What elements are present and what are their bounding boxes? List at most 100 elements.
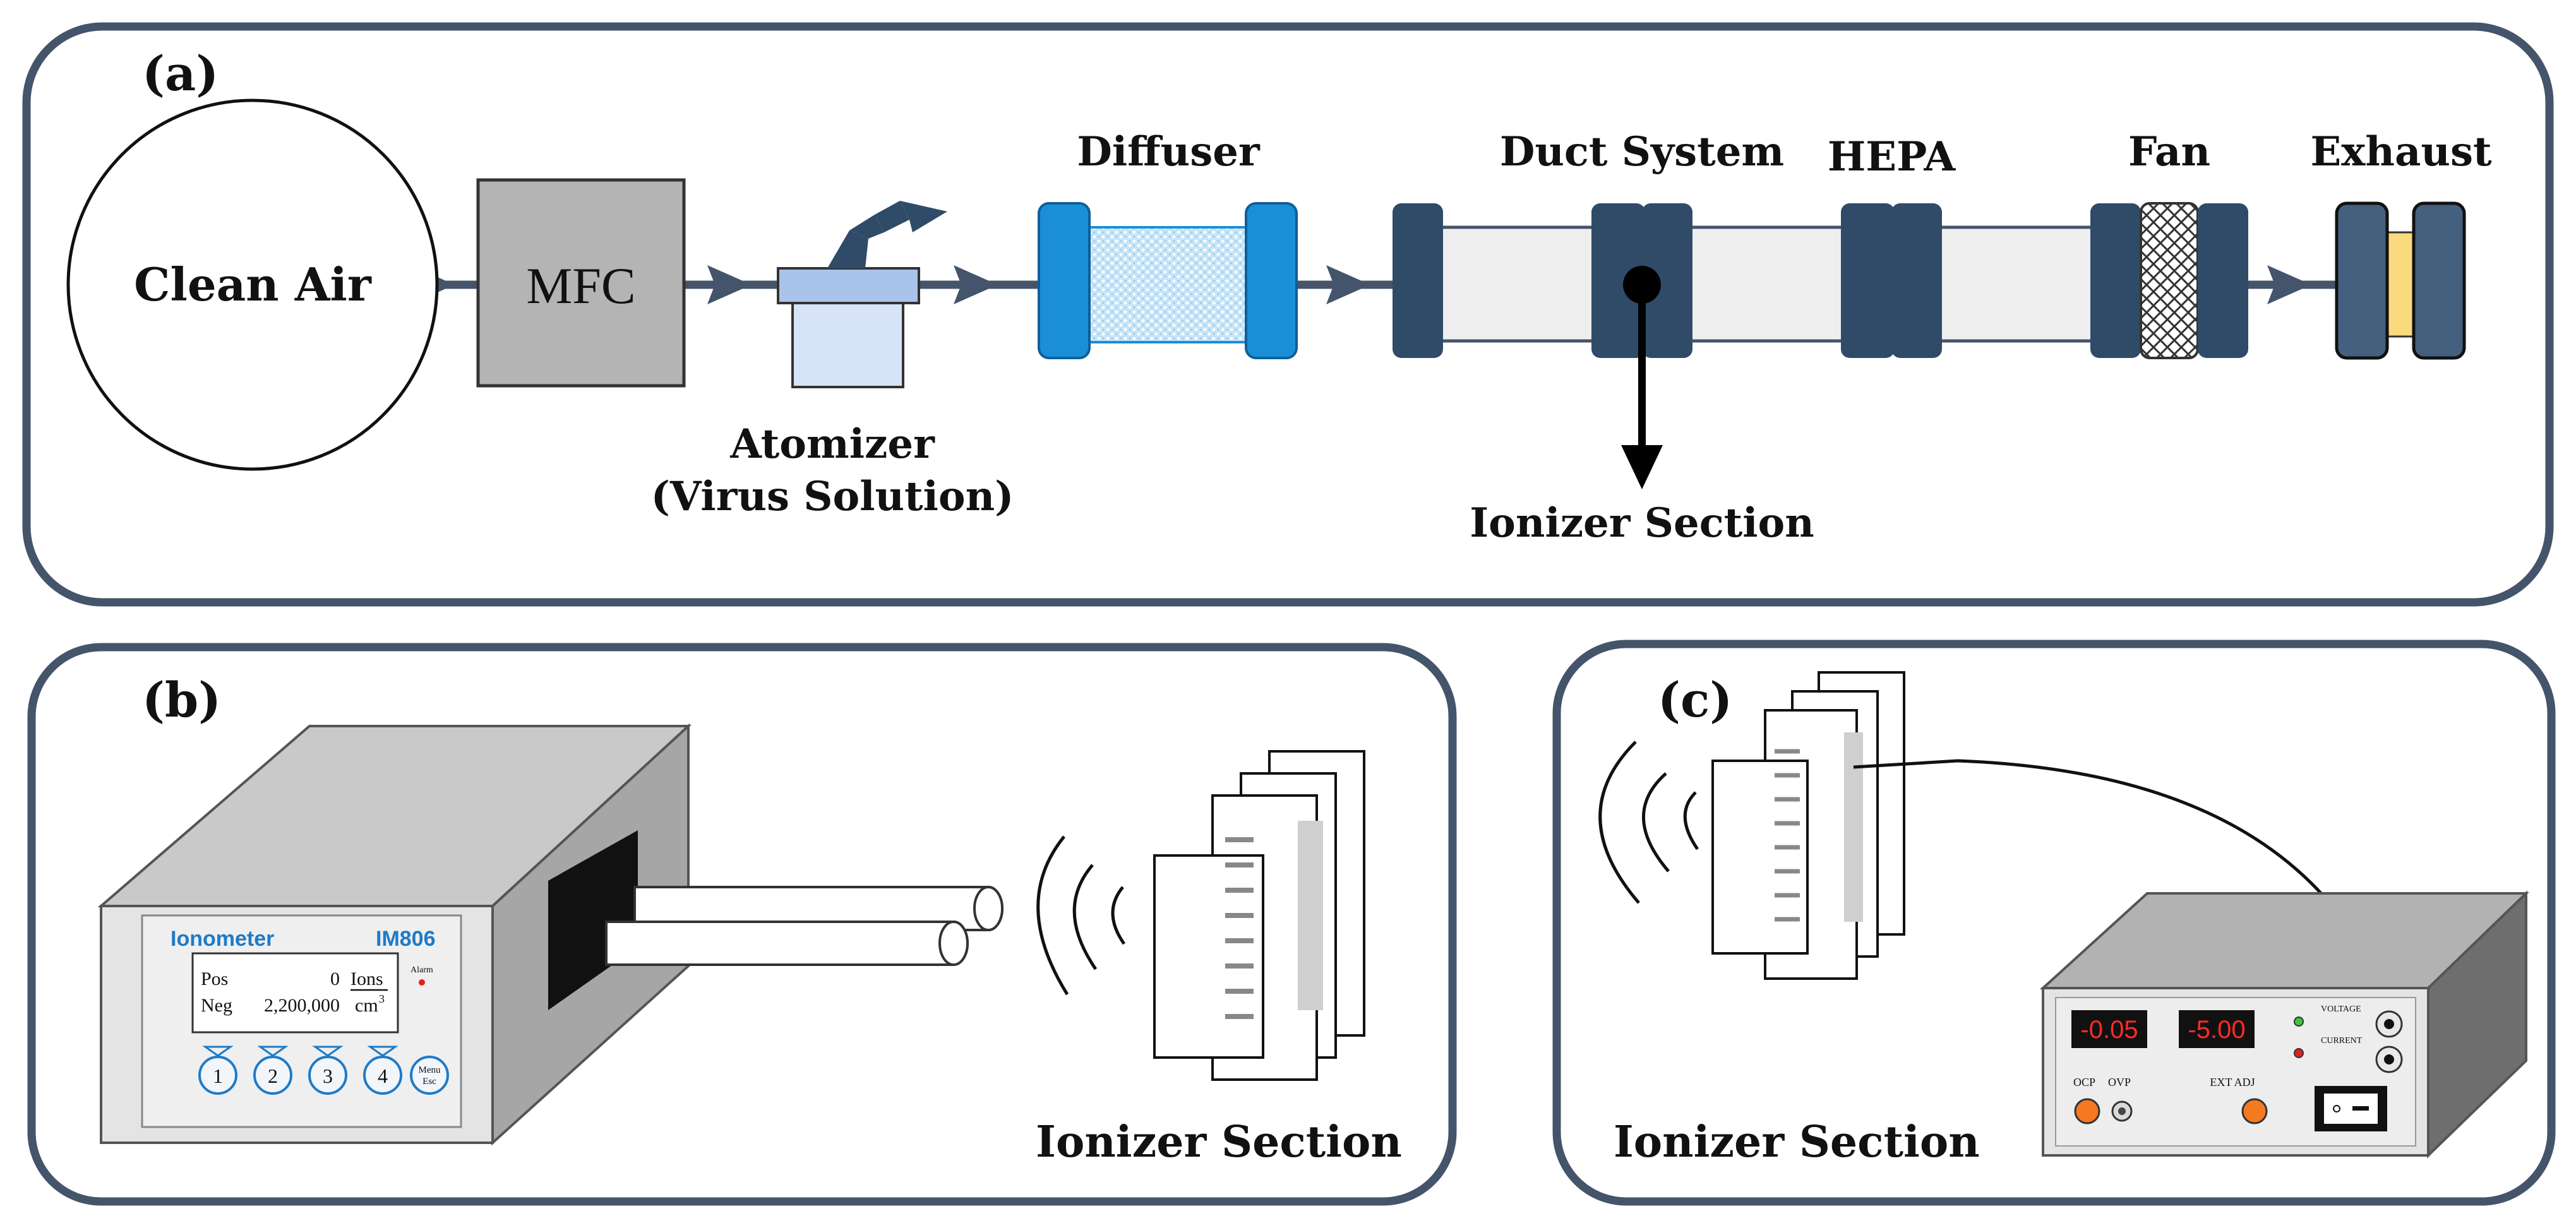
- atomizer-spray-1: [827, 230, 868, 268]
- exhaust-label: Exhaust: [2310, 128, 2492, 176]
- ionometer-menu-label-2: Esc: [422, 1076, 436, 1087]
- exhaust-right-cap: [2412, 201, 2466, 360]
- ionometer-side-port: [548, 830, 638, 1010]
- atomizer-label-1: Atomizer: [729, 420, 935, 468]
- fan-cap-left: [2090, 203, 2141, 358]
- diffuser-right-cap: [1245, 202, 1298, 359]
- ionometer-button-2-label: 2: [268, 1064, 278, 1087]
- panel-a: (a) Clean Air MFC Atomizer (Virus Soluti…: [22, 22, 2554, 607]
- ocp-label: OCP: [2073, 1076, 2095, 1088]
- ionizer-c-face: [1711, 760, 1809, 955]
- fan-label: Fan: [2128, 128, 2210, 176]
- atomizer-spray-2: [849, 215, 884, 239]
- duct-system: [1393, 202, 2248, 359]
- atomizer-cap: [777, 267, 920, 304]
- ext-adj-knob[interactable]: [2241, 1098, 2268, 1124]
- power-switch[interactable]: [2324, 1094, 2378, 1124]
- fan-mesh: [2140, 202, 2199, 359]
- diffuser-label: Diffuser: [1077, 128, 1261, 176]
- panel-a-tag: (a): [142, 45, 219, 102]
- flow-arrow-5: [2267, 265, 2311, 304]
- voltage-led: [2294, 1016, 2304, 1027]
- probe-tube-upper-end: [973, 886, 1003, 931]
- ovp-label: OVP: [2108, 1076, 2131, 1088]
- ion-wave-b-3: [1111, 886, 1126, 945]
- ionometer-unit-exp: 3: [379, 993, 385, 1005]
- ionizer-b-needles: [1225, 837, 1254, 1019]
- ionometer-button-3[interactable]: [308, 1056, 347, 1095]
- ion-wave-b-2: [1072, 864, 1098, 970]
- ionizer-module-b: [1153, 750, 1365, 1081]
- diffuser-body: [1082, 226, 1252, 343]
- panel-b-tag: (b): [142, 672, 221, 728]
- ionometer-brand: Ionometer: [171, 927, 274, 951]
- ion-wave-c-1: [1598, 741, 1640, 904]
- flow-arrow-4: [1326, 265, 1370, 304]
- probe-tube-lower: [605, 921, 969, 966]
- ionometer-pos-label: Pos: [201, 969, 228, 989]
- display-right-value: -5.00: [2188, 1016, 2245, 1044]
- ionizer-b-gray-strip: [1298, 821, 1323, 1010]
- ionometer-neg-value: 2,200,000: [264, 995, 340, 1016]
- ionizer-c-needles: [1775, 749, 1800, 922]
- diffuser: [1038, 202, 1298, 359]
- ionometer-alarm-led: [419, 979, 425, 986]
- ionometer-model: IM806: [376, 927, 436, 951]
- atomizer-label-2: (Virus Solution): [651, 473, 1014, 520]
- ionometer-button-2[interactable]: [253, 1056, 292, 1095]
- diffuser-left-cap: [1038, 202, 1091, 359]
- clean-air-label: Clean Air: [134, 258, 372, 311]
- display-left-value: -0.05: [2080, 1016, 2138, 1044]
- hepa-block-a: [1841, 203, 1895, 358]
- power-supply: -0.05 -5.00 VOLTAGE CURRENT OCP OVP EXT …: [2039, 890, 2529, 1159]
- flow-arrow-2: [707, 265, 752, 304]
- ionometer-unit-bottom: cm: [355, 995, 378, 1016]
- display-right: [2179, 1010, 2255, 1048]
- ionometer-button-4-label: 4: [378, 1064, 388, 1087]
- ionometer: Ionometer IM806 Alarm Pos 0 Ions Neg 2,2…: [97, 723, 692, 1146]
- current-label: CURRENT: [2321, 1036, 2363, 1046]
- ocp-knob[interactable]: [2074, 1098, 2100, 1124]
- duct-ionizer-block-a: [1591, 203, 1645, 358]
- ion-waves-b: [1036, 835, 1126, 996]
- fan-cap-right: [2198, 203, 2248, 358]
- hepa-block-b: [1891, 203, 1942, 358]
- ionizer-section-label-b: Ionizer Section: [1036, 1117, 1402, 1167]
- panel-b: (b) Ionometer IM806 Alarm Pos 0 Ions Neg…: [27, 643, 1457, 1206]
- ionometer-unit-top: Ions: [350, 969, 383, 989]
- ionometer-display: [191, 952, 399, 1034]
- clean-air-circle: [66, 98, 439, 471]
- panel-c-tag: (c): [1658, 672, 1732, 728]
- ion-wave-b-1: [1036, 835, 1069, 996]
- current-led: [2294, 1048, 2304, 1058]
- ionometer-button-1[interactable]: [198, 1056, 237, 1095]
- ionometer-button-4[interactable]: [363, 1056, 402, 1095]
- panel-c: (c): [1552, 640, 2556, 1206]
- ionizer-pointer-head: [1621, 445, 1663, 489]
- ionometer-neg-label: Neg: [201, 995, 232, 1016]
- duct-inlet-cap: [1393, 203, 1443, 358]
- atomizer: [777, 201, 947, 388]
- ionometer-menu-button[interactable]: [410, 1056, 449, 1095]
- ionometer-button-1-label: 1: [213, 1064, 223, 1087]
- mfc-label: MFC: [526, 257, 635, 314]
- ionometer-button-3-label: 3: [323, 1064, 333, 1087]
- flow-arrow-3: [954, 265, 998, 304]
- ionizer-section-label-c: Ionizer Section: [1614, 1117, 1980, 1167]
- voltage-label: VOLTAGE: [2321, 1004, 2361, 1014]
- probe-tube-lower-end: [938, 921, 969, 966]
- duct-tube: [1429, 225, 2099, 343]
- ext-adj-label: EXT ADJ: [2210, 1076, 2255, 1088]
- mfc-box: [476, 178, 686, 388]
- duct-system-label: Duct System: [1500, 128, 1784, 176]
- atomizer-spray-4: [900, 201, 947, 232]
- ionizer-b-face: [1153, 854, 1264, 1059]
- ionometer-alarm-label: Alarm: [410, 965, 433, 975]
- power-cable: [1853, 759, 2325, 898]
- atomizer-bottle: [791, 301, 904, 388]
- probe-tubes: [605, 886, 1003, 966]
- atomizer-spray-3: [875, 201, 909, 232]
- ionometer-buttons: 1 2 3 4 Menu Esc: [198, 1046, 449, 1095]
- duct-ionizer-block-b: [1642, 203, 1692, 358]
